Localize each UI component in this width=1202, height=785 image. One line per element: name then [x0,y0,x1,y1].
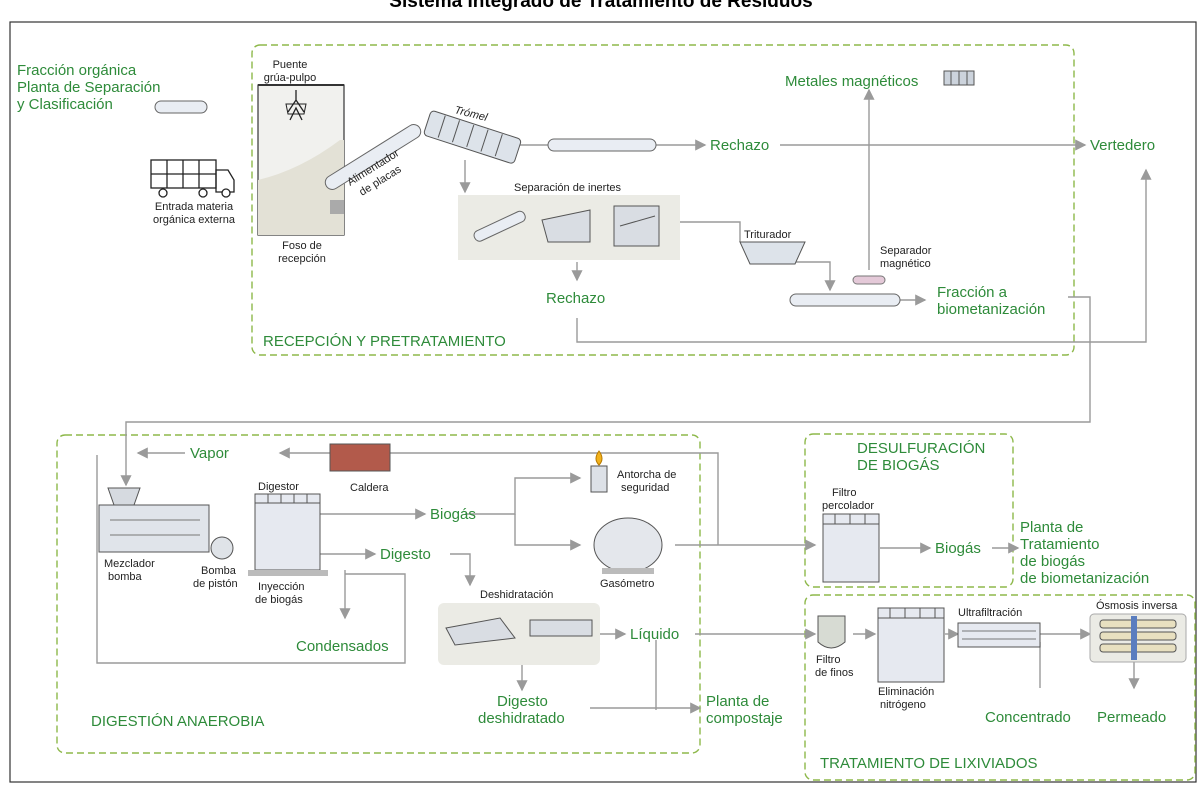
label-fraccion-bio-2: biometanización [937,301,1045,318]
section-box-lixiviados [804,594,1196,781]
label-planta-trat-4: de biometanización [1020,570,1149,587]
label-planta-trat-2: Tratamiento [1020,536,1099,553]
label-digestor: Digestor [258,481,299,493]
label-liquido: Líquido [630,626,679,643]
dewatering-icon [438,603,600,665]
diagram-title: Sistema Integrado de Tratamiento de Resi… [389,0,813,12]
section-box-recepcion [251,44,1075,356]
nitrogen-removal-icon [877,607,945,683]
shredder-icon [739,241,806,265]
percolating-filter-icon [822,513,880,583]
label-foso-2: recepción [278,253,326,265]
label-eliminacion-2: nitrógeno [880,699,926,711]
label-foso-1: Foso de [282,240,322,252]
reception-pit-icon [257,84,345,236]
label-separador-2: magnético [880,258,931,270]
label-gasometro: Gasómetro [600,578,654,590]
label-digesto-desh-2: deshidratado [478,710,565,727]
ultrafiltration-icon [957,622,1041,648]
section-title-desulfuracion-1: DESULFURACIÓN [857,440,985,457]
label-permeado: Permeado [1097,709,1166,726]
label-antorcha-2: seguridad [621,482,669,494]
label-fraccion-bio-1: Fracción a [937,284,1008,301]
input-conveyor-icon [154,100,208,114]
label-concentrado: Concentrado [985,709,1071,726]
label-entrada-2: orgánica externa [153,214,236,226]
label-filtro-finos-1: Filtro [816,654,840,666]
section-title-recepcion: RECEPCIÓN Y PRETRATAMIENTO [263,333,506,350]
label-biogas-1: Biogás [430,506,476,523]
label-planta-comp-2: compostaje [706,710,783,727]
label-ultrafiltracion: Ultrafiltración [958,607,1022,619]
label-vapor: Vapor [190,445,229,462]
label-digesto-desh-1: Digesto [497,693,548,710]
metal-bin-icon [943,70,975,86]
boiler-icon [329,443,391,472]
reject-conveyor-icon [547,138,657,152]
label-puente-2: grúa-pulpo [264,72,317,84]
label-bomba-1: Bomba [201,565,237,577]
label-fraccion-1: Fracción orgánica [17,62,137,79]
label-separador-1: Separador [880,245,932,257]
label-puente-1: Puente [273,59,308,71]
label-filtro-finos-2: de finos [815,667,854,679]
label-biogas-2: Biogás [935,540,981,557]
section-box-digestion [56,434,701,754]
outer-frame [9,21,1197,783]
digester-icon [248,493,328,576]
label-triturador: Triturador [744,229,792,241]
label-rechazo-top: Rechazo [710,137,769,154]
label-osmosis: Ósmosis inversa [1096,599,1178,612]
section-title-lixiviados: TRATAMIENTO DE LIXIVIADOS [820,755,1038,772]
inert-separation-icon [458,195,680,260]
label-caldera: Caldera [350,482,389,494]
trommel-icon [423,110,522,164]
label-inyeccion-2: de biogás [255,594,303,606]
label-planta-trat-3: de biogás [1020,553,1085,570]
label-deshidratacion: Deshidratación [480,589,553,601]
label-filtro-perc-1: Filtro [832,487,856,499]
label-filtro-perc-2: percolador [822,500,874,512]
label-planta-trat-1: Planta de [1020,519,1083,536]
label-separacion-inertes: Separación de inertes [514,182,622,194]
label-antorcha-1: Antorcha de [617,469,676,481]
fines-filter-icon [817,615,846,649]
gasholder-icon [593,517,663,574]
label-inyeccion-1: Inyección [258,581,304,593]
mixer-pump-icon [98,487,234,560]
label-digesto: Digesto [380,546,431,563]
label-metales: Metales magnéticos [785,73,918,90]
reverse-osmosis-icon [1089,613,1187,663]
feeder-icon [324,124,422,214]
section-title-digestion: DIGESTIÓN ANAEROBIA [91,713,264,730]
label-bomba-2: de pistón [193,578,238,590]
label-mezclador-2: bomba [108,571,143,583]
label-fraccion-2: Planta de Separación [17,79,160,96]
magnetic-separator-icon [852,275,886,285]
truck-icon [150,159,235,198]
label-entrada-1: Entrada materia [155,201,234,213]
biometh-conveyor-icon [789,293,901,307]
label-rechazo-mid: Rechazo [546,290,605,307]
label-eliminacion-1: Eliminación [878,686,934,698]
section-title-desulfuracion-2: DE BIOGÁS [857,457,940,474]
label-fraccion-3: y Clasificación [17,96,113,113]
label-condensados: Condensados [296,638,389,655]
label-vertedero: Vertedero [1090,137,1155,154]
flare-icon [590,450,608,493]
label-mezclador-1: Mezclador [104,558,155,570]
label-planta-comp-1: Planta de [706,693,769,710]
